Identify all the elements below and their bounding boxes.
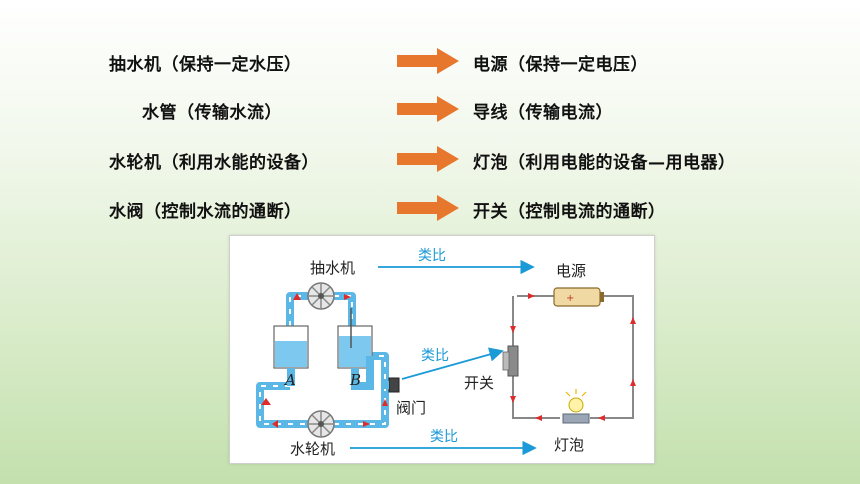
water-item-pipe: 水管（传输水流） xyxy=(142,103,282,123)
circuit-item-wire: 导线（传输电流） xyxy=(473,103,613,123)
current-arrows xyxy=(510,293,636,421)
analogy-label-bottom: 类比 xyxy=(430,429,458,445)
pump-label: 抽水机 xyxy=(310,259,356,277)
circuit-wire xyxy=(512,295,634,419)
circuit-item-bulb: 灯泡（利用电能的设备—用电器） xyxy=(473,153,736,173)
arrow-right-icon xyxy=(397,146,459,172)
pump-wheel-icon xyxy=(307,282,335,310)
valve-label: 阀门 xyxy=(396,399,427,417)
battery-icon: + xyxy=(553,287,604,307)
switch-icon xyxy=(502,345,519,377)
arrow-right-icon xyxy=(397,195,459,221)
arrow-right-icon xyxy=(397,96,459,122)
analogy-label-middle: 类比 xyxy=(421,348,449,364)
container-a xyxy=(273,325,309,369)
bulb-label: 灯泡 xyxy=(554,436,585,454)
water-item-pump: 抽水机（保持一定水压） xyxy=(109,55,302,75)
analogy-figure: + 抽水机 xyxy=(229,235,655,464)
water-pipe xyxy=(256,292,389,428)
turbine-label: 水轮机 xyxy=(290,440,336,458)
analogy-diagram: + xyxy=(256,259,636,456)
water-flow-arrows xyxy=(261,293,388,428)
analogy-arrow-middle xyxy=(401,347,504,380)
electric-circuit: + xyxy=(502,287,636,424)
source-label: 电源 xyxy=(556,262,587,280)
water-item-valve: 水阀（控制水流的通断） xyxy=(109,202,302,222)
svg-text:+: + xyxy=(566,293,574,304)
circuit-item-switch: 开关（控制电流的通断） xyxy=(473,202,666,222)
water-item-turbine: 水轮机（利用水能的设备） xyxy=(109,153,319,173)
container-a-label: A xyxy=(285,371,296,389)
bulb-icon xyxy=(562,389,590,424)
analogy-label-top: 类比 xyxy=(418,248,446,264)
water-circuit xyxy=(256,282,400,438)
valve-icon xyxy=(381,377,400,393)
container-b-label: B xyxy=(350,371,362,389)
turbine-wheel-icon xyxy=(307,410,335,438)
circuit-item-source: 电源（保持一定电压） xyxy=(473,55,648,75)
arrow-right-icon xyxy=(397,48,459,74)
switch-label: 开关 xyxy=(464,374,495,392)
